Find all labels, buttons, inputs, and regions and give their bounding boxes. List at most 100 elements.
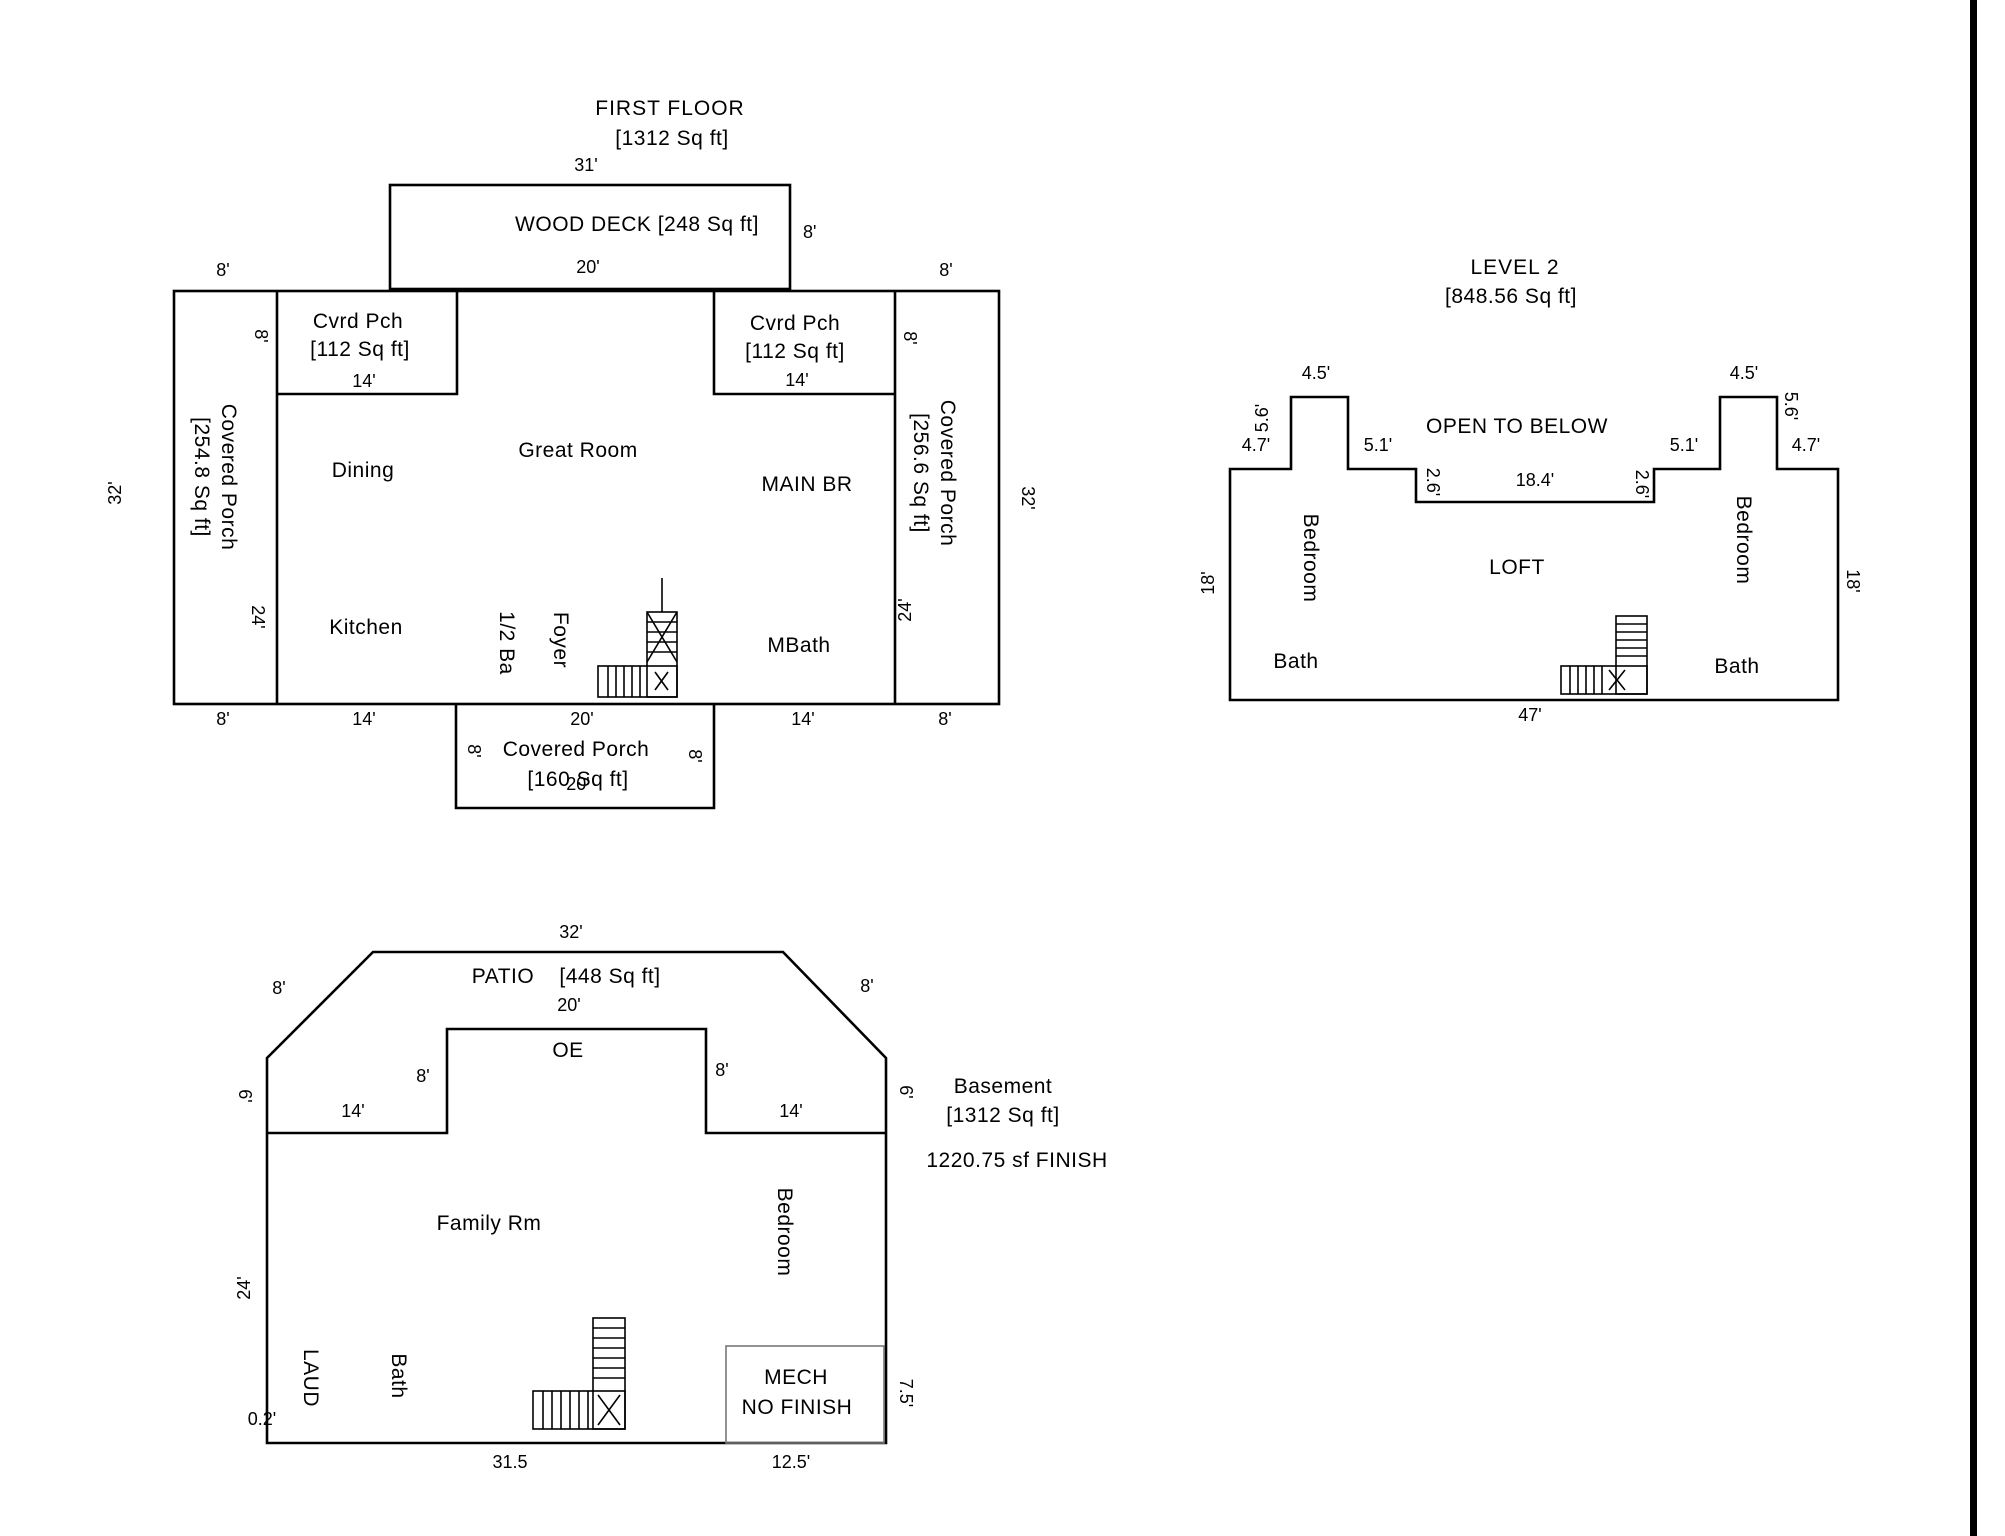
l2-dim-top-right: 4.5' [1730,363,1758,383]
dining-label: Dining [332,459,395,482]
bottom-dim-c: 20' [570,709,593,729]
mech-label: MECH [764,1366,828,1389]
l2-dim-drop-right: 2.6' [1632,470,1652,498]
cvrd-pch-right-outline [712,291,895,396]
first-floor-plan: FIRST FLOOR [1312 Sq ft] 31' WOOD DECK [… [105,97,1038,810]
basement-finish: 1220.75 sf FINISH [926,1149,1107,1172]
bsmt-dim-side-right: 6' [896,1085,916,1098]
loft-label: LOFT [1489,556,1545,579]
covered-porch-right-dim: 24' [895,598,915,621]
bsmt-bath-label: Bath [387,1353,410,1398]
bsmt-dim-top: 32' [559,922,582,942]
open-to-below-label: OPEN TO BELOW [1426,415,1608,438]
front-porch-dim-bottom: 20' [566,774,589,794]
bsmt-dim-bottom-right: 12.5' [772,1452,810,1472]
cvrd-pch-right-dim-bottom: 14' [785,370,808,390]
kitchen-label: Kitchen [329,616,403,639]
covered-porch-left-area: [254.8 Sq ft] [190,417,213,537]
cvrd-pch-right-name: Cvrd Pch [750,312,840,335]
bsmt-dim-top-inner: 20' [557,995,580,1015]
l2-dim-bottom: 47' [1518,705,1541,725]
cvrd-pch-left-name: Cvrd Pch [313,310,403,333]
front-porch-dim-right: 8' [685,749,705,762]
l2-dim-right: 18' [1843,569,1863,592]
covered-porch-left-dim: 24' [248,605,268,628]
l2-dim-center: 18.4' [1516,470,1554,490]
cvrd-pch-left-dim-side: 8' [251,329,271,342]
right-side-dim: 32' [1018,486,1038,509]
bottom-dim-d: 14' [791,709,814,729]
left-side-dim: 32' [105,481,125,504]
front-porch-outline [454,704,716,810]
level-2-plan: LEVEL 2 [848.56 Sq ft] 4.5' 4.5' 5.6' 5.… [1198,256,1863,725]
foyer-label: Foyer [549,612,572,668]
laund-label: LAUD [299,1349,322,1407]
basement-outline [265,950,888,1445]
bsmt-dim-diag-left: 8' [272,978,285,998]
cvrd-pch-left-outline [277,291,459,396]
basement-plan: 32' PATIO [448 Sq ft] 20' 8' 8' OE 8' 8'… [234,922,1107,1472]
basement-title: Basement [954,1075,1053,1098]
bsmt-dim-side-left: 6' [235,1089,255,1102]
basement-area: [1312 Sq ft] [946,1104,1059,1127]
patio-area: [448 Sq ft] [559,965,660,988]
covered-porch-left-name: Covered Porch [217,404,240,551]
bsmt-dim-notch-left: 8' [416,1066,429,1086]
great-room-label: Great Room [518,439,637,462]
bsmt-dim-corner: 0.2' [248,1409,276,1429]
bedroom-right-label: Bedroom [1732,496,1755,585]
cvrd-pch-left-area: [112 Sq ft] [310,338,410,361]
cvrd-pch-right-dim-side: 8' [900,331,920,344]
bedroom-left-label: Bedroom [1299,514,1322,603]
bsmt-dim-left: 24' [234,1276,254,1299]
mech-room-outline [725,1345,885,1444]
front-porch-name: Covered Porch [503,738,650,761]
patio-label: PATIO [472,965,534,988]
bsmt-dim-ledge-right: 14' [779,1101,802,1121]
level-2-area: [848.56 Sq ft] [1445,285,1577,308]
bath-right-label: Bath [1714,655,1759,678]
l2-dim-drop-left: 2.6' [1423,468,1443,496]
l2-dim-top-left: 4.5' [1302,363,1330,383]
bsmt-dim-bottom-left: 31.5 [492,1452,527,1472]
bottom-dim-a: 8' [216,709,229,729]
level-2-outline [1228,395,1840,702]
deck-dim-top: 31' [574,155,597,175]
half-bath-label: 1/2 Ba [495,611,518,675]
basement-stairs [532,1317,626,1430]
front-porch-dim-left: 8' [464,744,484,757]
bsmt-dim-mech-side: 7.5' [896,1379,916,1407]
bsmt-dim-notch-right: 8' [715,1060,728,1080]
deck-dim-side: 8' [803,222,816,242]
left-top-dim: 8' [216,260,229,280]
wood-deck-outline [388,183,792,291]
bath-left-label: Bath [1273,650,1318,673]
oe-label: OE [552,1039,583,1062]
wood-deck-label: WOOD DECK [248 Sq ft] [515,213,759,236]
bottom-dim-e: 8' [938,709,951,729]
bsmt-bedroom-label: Bedroom [773,1188,796,1277]
l2-dim-ledge-right: 4.7' [1792,435,1820,455]
front-porch-area: [160 Sq ft] [527,768,628,791]
cvrd-pch-left-dim-bottom: 14' [352,371,375,391]
covered-porch-right-area: [256.6 Sq ft] [909,413,932,533]
l2-dim-ledge-left: 4.7' [1242,435,1270,455]
family-rm-label: Family Rm [437,1212,542,1235]
level-2-stairs [1560,615,1648,695]
first-floor-title: FIRST FLOOR [595,97,744,120]
l2-dim-side-right: 5.6' [1781,392,1801,420]
right-top-dim: 8' [939,260,952,280]
first-floor-area: [1312 Sq ft] [615,127,728,150]
deck-dim-bottom: 20' [576,257,599,277]
cvrd-pch-right-area: [112 Sq ft] [745,340,845,363]
main-br-label: MAIN BR [761,473,852,496]
l2-dim-step-left: 5.1' [1364,435,1392,455]
bottom-dim-b: 14' [352,709,375,729]
l2-dim-left: 18' [1198,571,1218,594]
l2-dim-step-right: 5.1' [1670,435,1698,455]
bsmt-dim-diag-right: 8' [860,976,873,996]
covered-porch-right-name: Covered Porch [936,400,959,547]
bsmt-dim-ledge-left: 14' [341,1101,364,1121]
level-2-title: LEVEL 2 [1470,256,1559,279]
